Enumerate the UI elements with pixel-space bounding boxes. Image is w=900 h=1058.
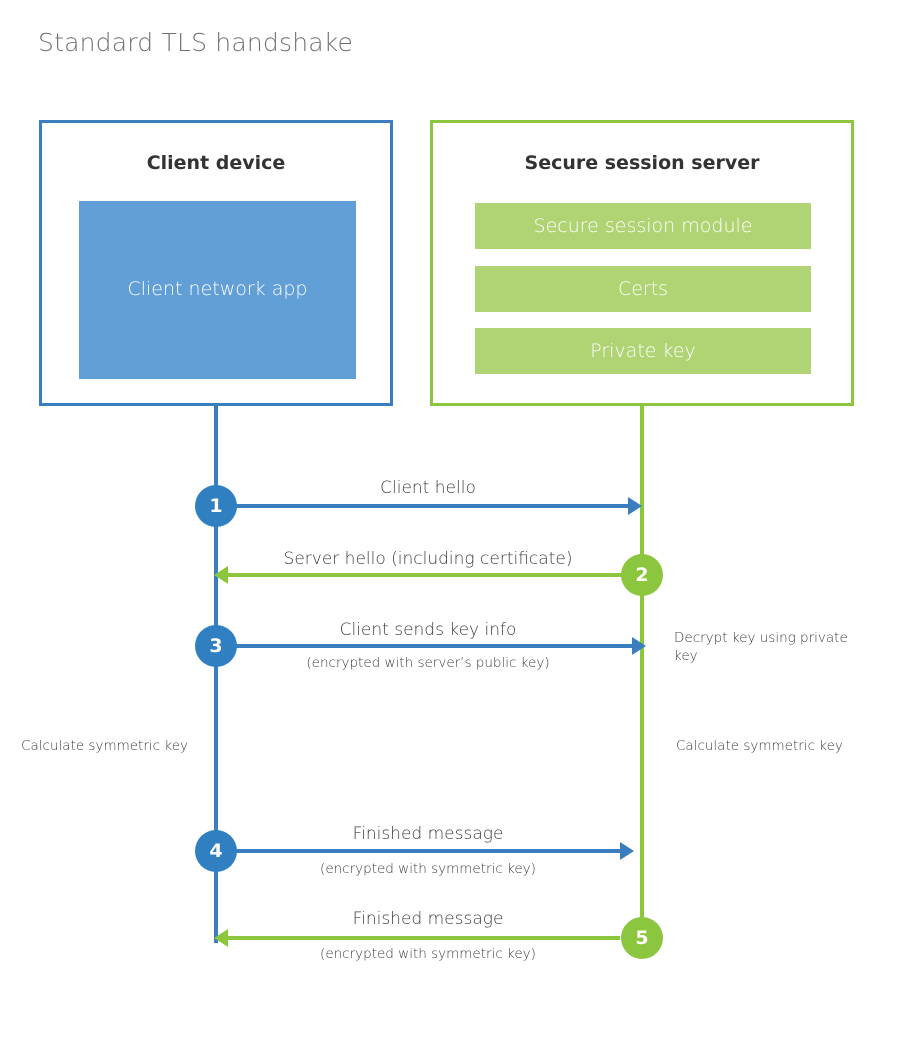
secure-session-server-box: Secure session server Secure session mod… (430, 120, 854, 406)
arrow-step-5-line (228, 936, 620, 940)
arrow-step-4-head-right-icon (620, 842, 634, 860)
client-lifeline (214, 403, 218, 943)
server-block-secure-session-module: Secure session module (475, 203, 811, 249)
step-circle-5: 5 (621, 917, 663, 959)
note-decrypt-key: Decrypt key using private key (674, 630, 848, 664)
arrow-step-1-head-right-icon (628, 497, 642, 515)
arrow-step-3-line (216, 644, 632, 648)
message-label-step-4: Finished message (352, 824, 504, 844)
client-network-app-block: Client network app (79, 201, 356, 379)
secure-session-server-title: Secure session server (524, 152, 760, 174)
message-sublabel-step-3: (encrypted with server’s public key) (306, 655, 550, 671)
message-label-step-2: Server hello (including certificate) (283, 549, 573, 569)
arrow-step-2-line (228, 573, 628, 577)
step-circle-4: 4 (195, 830, 237, 872)
message-sublabel-step-4: (encrypted with symmetric key) (320, 861, 536, 877)
server-block-private-key: Private key (475, 328, 811, 374)
step-circle-1: 1 (195, 485, 237, 527)
step-circle-2: 2 (621, 554, 663, 596)
page-title: Standard TLS handshake (38, 28, 354, 57)
message-sublabel-step-5: (encrypted with symmetric key) (320, 946, 536, 962)
arrow-step-3-head-right-icon (632, 637, 646, 655)
arrow-step-2-head-left-icon (214, 566, 228, 584)
server-block-certs: Certs (475, 266, 811, 312)
step-circle-3: 3 (195, 625, 237, 667)
arrow-step-4-line (216, 849, 620, 853)
arrow-step-1-line (216, 504, 628, 508)
arrow-step-5-head-left-icon (214, 929, 228, 947)
note-server-calculate-symmetric-key: Calculate symmetric key (676, 738, 843, 754)
server-lifeline (640, 403, 644, 941)
client-device-box: Client device Client network app (39, 120, 393, 406)
client-device-title: Client device (146, 152, 286, 174)
message-label-step-3: Client sends key info (339, 620, 517, 640)
message-label-step-1: Client hello (380, 478, 476, 498)
message-label-step-5: Finished message (352, 909, 504, 929)
note-client-calculate-symmetric-key: Calculate symmetric key (21, 738, 188, 754)
